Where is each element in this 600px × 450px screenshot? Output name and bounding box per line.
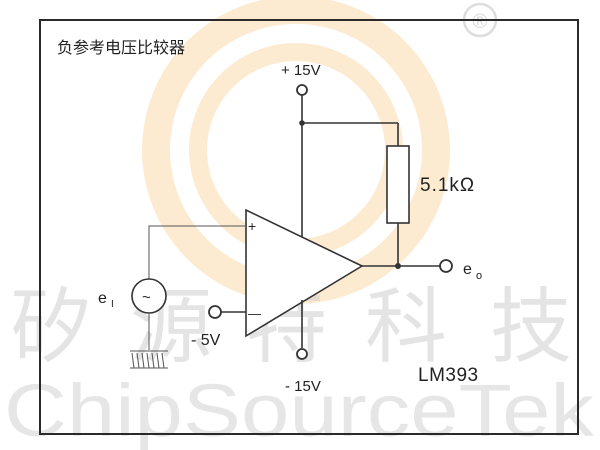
ac-source-symbol: ~ — [142, 289, 151, 306]
resistor-value-label: 5.1kΩ — [420, 175, 475, 196]
comparator-triangle — [245, 208, 364, 338]
negative-supply-terminal — [296, 348, 308, 360]
non-inverting-sign: + — [248, 218, 256, 234]
watermark-brand-text: ChipSourceTek — [4, 369, 595, 450]
watermark-char-5: 技 — [490, 280, 572, 375]
input-label-subscript: I — [111, 299, 114, 310]
diagram-frame — [39, 19, 579, 435]
chip-label: LM393 — [418, 365, 479, 386]
ground-symbol — [130, 350, 168, 369]
positive-supply-label: + 15V — [281, 62, 321, 79]
registered-mark: ® — [473, 11, 488, 33]
output-label-subscript: o — [476, 270, 482, 282]
diagram-title: 负参考电压比较器 — [57, 38, 185, 57]
reference-voltage-input: - 5V — [191, 305, 246, 349]
output-terminal-group: e o — [362, 259, 482, 282]
output-terminal — [439, 259, 453, 273]
reference-voltage-label: - 5V — [191, 332, 221, 349]
inverting-sign: — — [248, 306, 261, 321]
watermark-char-4: 科 — [365, 280, 447, 375]
input-signal-source: ~ e I — [98, 225, 246, 369]
watermark-char-1: 矽 — [10, 280, 92, 375]
input-wire — [148, 225, 246, 279]
watermark-cjk-text: 矽 源 特 科 技 — [10, 280, 572, 375]
positive-supply-terminal — [296, 84, 308, 96]
pullup-resistor: 5.1kΩ — [386, 145, 475, 266]
reference-terminal — [208, 305, 222, 319]
watermark-logo: ® — [142, 0, 498, 304]
negative-supply-label: - 15V — [285, 378, 321, 395]
negative-supply: - 15V — [285, 300, 321, 395]
positive-supply: + 15V — [281, 62, 399, 237]
resistor-body — [386, 145, 410, 224]
output-junction-node — [395, 263, 401, 269]
input-label: e — [98, 290, 107, 307]
output-label: e — [463, 261, 472, 278]
comparator-symbol: + — — [245, 208, 364, 338]
